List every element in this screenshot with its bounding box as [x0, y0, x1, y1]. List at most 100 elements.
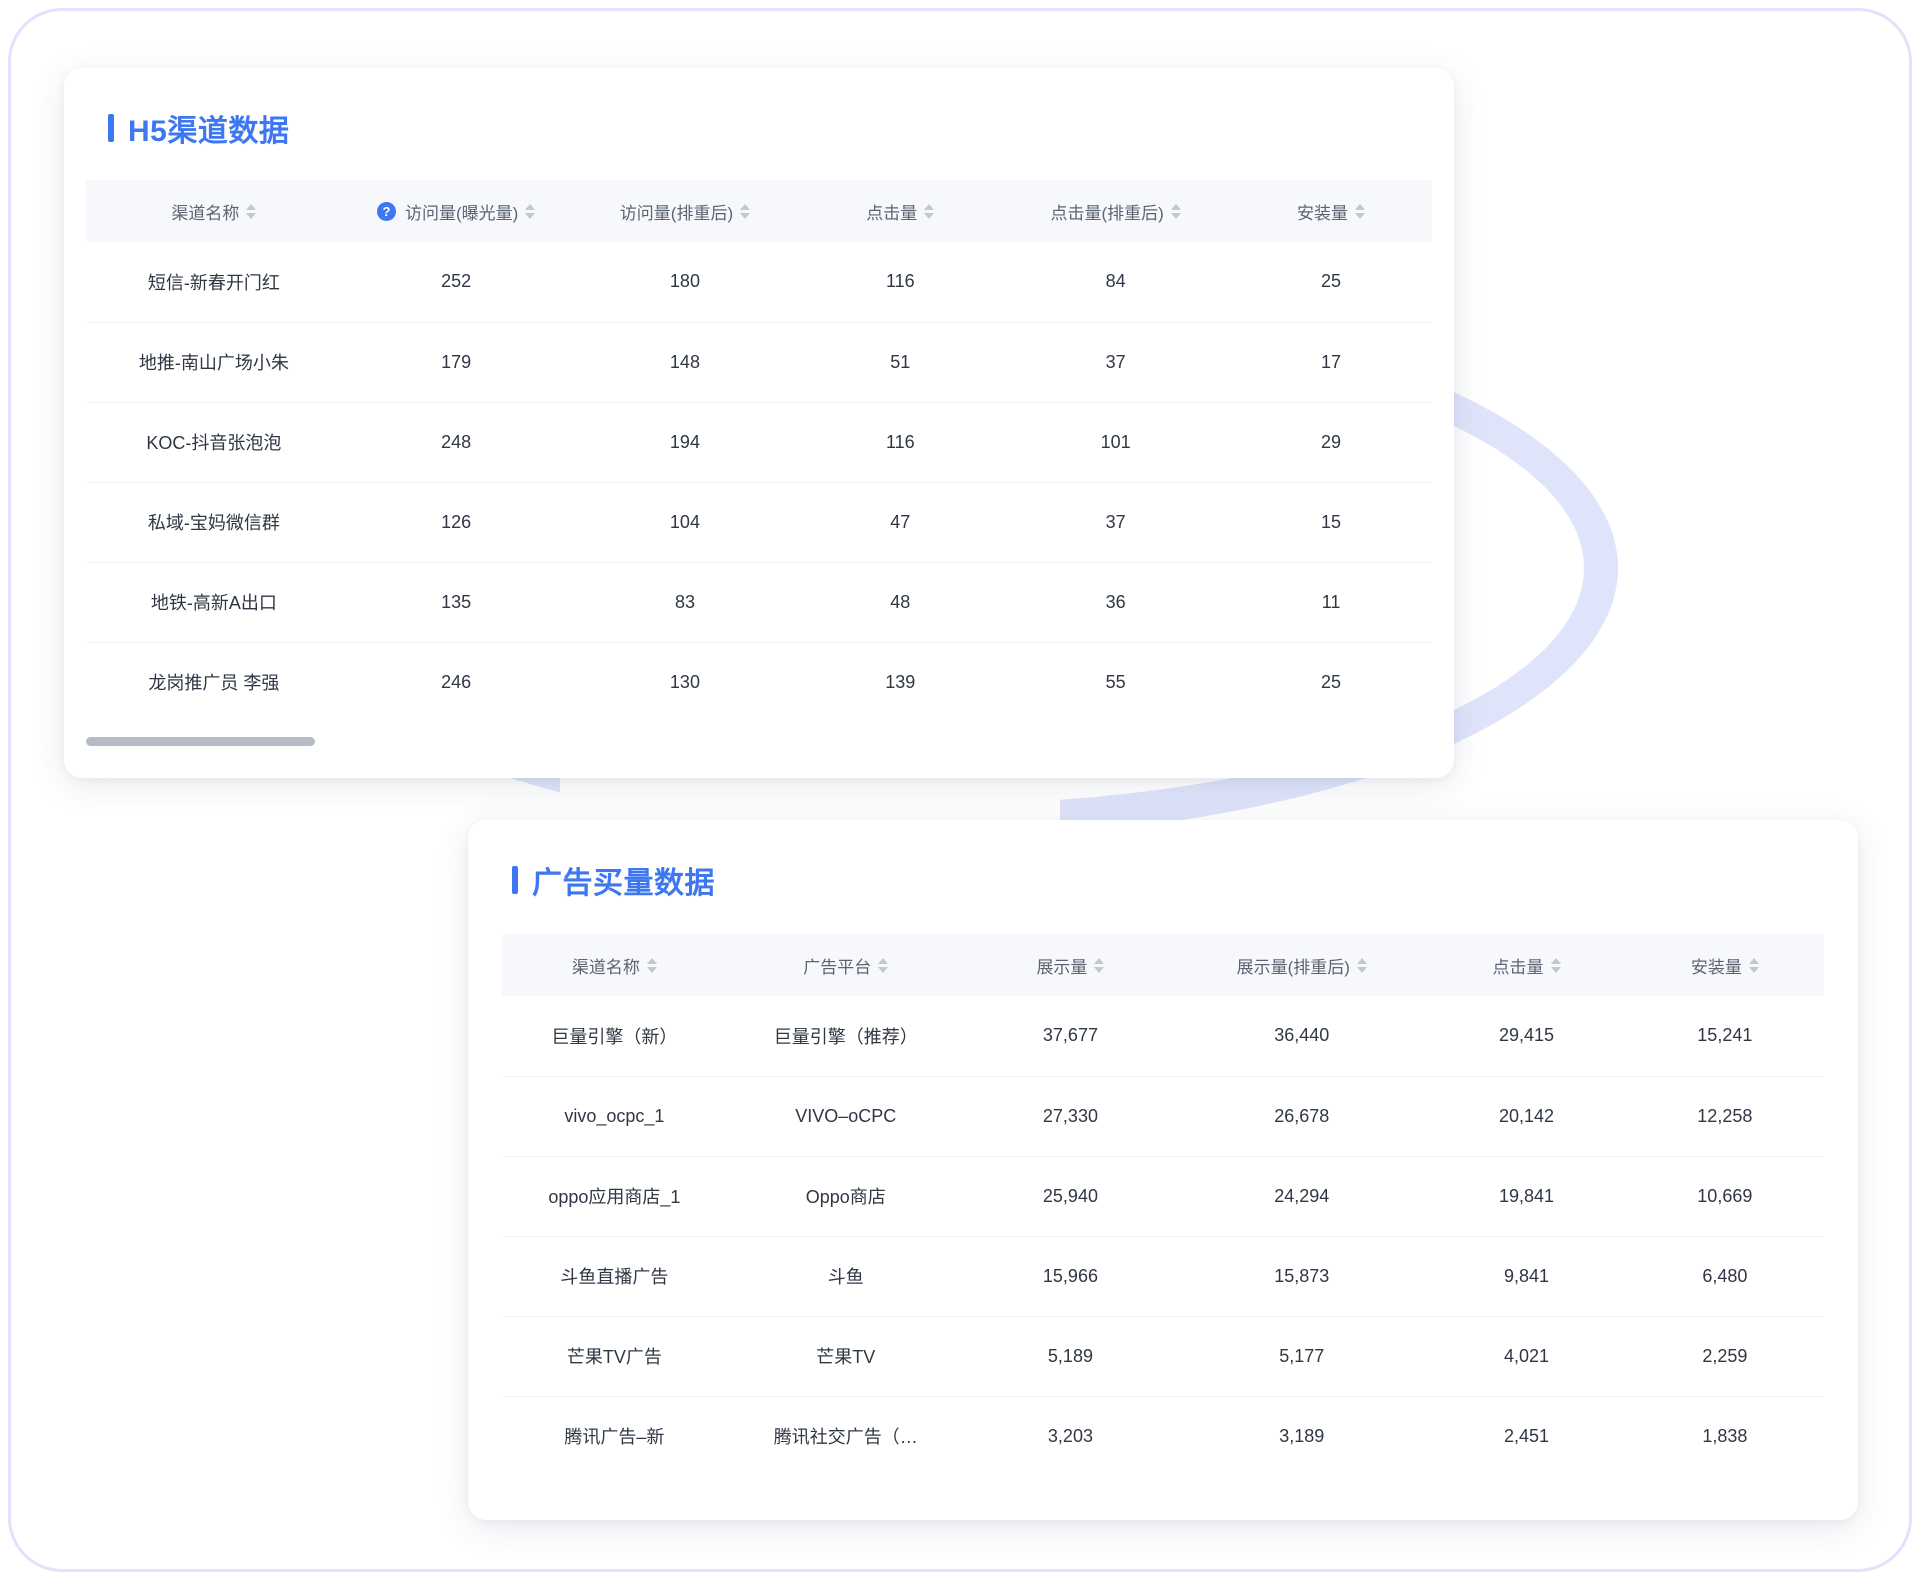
cell-impressions: 37,677: [964, 996, 1177, 1077]
h5-col-visits[interactable]: ? 访问量(曝光量): [341, 180, 571, 242]
sort-icon[interactable]: [1355, 203, 1366, 219]
help-icon[interactable]: ?: [376, 201, 396, 221]
table-row[interactable]: 私域-宝妈微信群 126 104 47 37 15: [86, 482, 1432, 563]
ads-table-wrapper: 渠道名称 广告平台 展示量: [502, 934, 1824, 1476]
sort-icon[interactable]: [1094, 957, 1105, 973]
h5-col-visits-dedup[interactable]: 访问量(排重后): [570, 180, 800, 242]
cell-installs: 6,480: [1625, 1236, 1824, 1317]
cell-impressions-dedup: 36,440: [1176, 996, 1428, 1077]
table-row[interactable]: KOC-抖音张泡泡 248 194 116 101 29: [86, 402, 1432, 483]
sort-icon[interactable]: [1550, 957, 1561, 973]
cell-platform: 腾讯社交广告（…: [773, 1427, 918, 1448]
cell-clicks-dedup: 101: [1001, 402, 1231, 483]
ads-col-channel-name[interactable]: 渠道名称: [502, 934, 727, 996]
table-row[interactable]: 腾讯广告–新 腾讯社交广告（… 3,203 3,189 2,451 1,838: [502, 1396, 1824, 1476]
cell-clicks: 19,841: [1427, 1156, 1626, 1237]
table-row[interactable]: 芒果TV广告 芒果TV 5,189 5,177 4,021 2,259: [502, 1316, 1824, 1397]
cell-visits-dedup: 148: [570, 322, 800, 403]
cell-clicks-dedup: 55: [1105, 671, 1126, 692]
h5-col-clicks-dedup[interactable]: 点击量(排重后): [1001, 180, 1231, 242]
cell-clicks: 9,841: [1427, 1236, 1626, 1317]
column-label: 访问量(曝光量): [404, 203, 519, 223]
sort-icon[interactable]: [646, 957, 657, 973]
ads-data-table: 渠道名称 广告平台 展示量: [502, 934, 1824, 1476]
cell-clicks: 4,021: [1427, 1316, 1626, 1397]
ads-col-impressions[interactable]: 展示量: [964, 934, 1177, 996]
column-label: 点击量(排重后): [1050, 203, 1164, 223]
cell-clicks-dedup: 37: [1001, 322, 1231, 403]
cell-platform: 巨量引擎（推荐）: [726, 996, 965, 1077]
table-row[interactable]: 龙岗推广员 李强 246 130 139 55 25: [86, 642, 1432, 722]
cell-impressions-dedup: 15,873: [1176, 1236, 1428, 1317]
ad-buying-data-card: 广告买量数据 渠道名称: [468, 820, 1858, 1520]
ads-card-title: 广告买量数据: [468, 820, 1858, 902]
sort-icon[interactable]: [246, 203, 257, 219]
cell-impressions-dedup: 3,189: [1279, 1425, 1325, 1446]
ads-col-impressions-dedup[interactable]: 展示量(排重后): [1176, 934, 1428, 996]
column-label: 渠道名称: [571, 957, 640, 977]
sort-icon[interactable]: [1748, 957, 1759, 973]
cell-channel: 腾讯广告–新: [564, 1427, 665, 1448]
horizontal-scrollbar[interactable]: [86, 737, 1432, 746]
column-label: 渠道名称: [171, 203, 240, 223]
title-accent-bar: [108, 114, 114, 142]
cell-channel: 地铁-高新A出口: [86, 562, 342, 643]
table-row[interactable]: 地推-南山广场小朱 179 148 51 37 17: [86, 322, 1432, 403]
cell-impressions: 3,203: [1047, 1425, 1093, 1446]
ads-col-platform[interactable]: 广告平台: [726, 934, 965, 996]
cell-channel: 私域-宝妈微信群: [86, 482, 342, 563]
h5-channel-data-card: H5渠道数据 渠道名称: [64, 68, 1454, 778]
cell-visits: 248: [341, 402, 571, 483]
cell-clicks: 29,415: [1427, 996, 1626, 1077]
h5-table-head: 渠道名称 ? 访问量(曝光量): [86, 180, 1432, 242]
sort-icon[interactable]: [1356, 957, 1367, 973]
ads-header-row: 渠道名称 广告平台 展示量: [502, 934, 1824, 996]
ads-table-head: 渠道名称 广告平台 展示量: [502, 934, 1824, 996]
h5-col-installs[interactable]: 安装量: [1230, 180, 1432, 242]
table-row[interactable]: 地铁-高新A出口 135 83 48 36 11: [86, 562, 1432, 643]
cell-visits-dedup: 83: [570, 562, 800, 643]
cell-clicks: 48: [799, 562, 1002, 643]
cell-impressions: 25,940: [964, 1156, 1177, 1237]
column-label: 展示量(排重后): [1236, 957, 1350, 977]
cell-clicks: 51: [799, 322, 1002, 403]
cell-visits: 179: [341, 322, 571, 403]
table-row[interactable]: 斗鱼直播广告 斗鱼 15,966 15,873 9,841 6,480: [502, 1236, 1824, 1317]
cell-visits: 252: [341, 242, 571, 323]
table-row[interactable]: vivo_ocpc_1 VIVO–oCPC 27,330 26,678 20,1…: [502, 1076, 1824, 1157]
sort-icon[interactable]: [924, 203, 935, 219]
cell-channel: 斗鱼直播广告: [502, 1236, 727, 1317]
ads-col-installs[interactable]: 安装量: [1625, 934, 1824, 996]
cell-installs: 25: [1230, 242, 1432, 323]
cell-installs: 15,241: [1625, 996, 1824, 1077]
cell-channel: 芒果TV广告: [502, 1316, 727, 1397]
sort-icon[interactable]: [1170, 203, 1181, 219]
cell-platform: Oppo商店: [726, 1156, 965, 1237]
h5-data-table: 渠道名称 ? 访问量(曝光量): [86, 180, 1432, 722]
sort-icon[interactable]: [740, 203, 751, 219]
cell-visits-dedup: 104: [570, 482, 800, 563]
cell-clicks: 20,142: [1427, 1076, 1626, 1157]
h5-col-clicks[interactable]: 点击量: [799, 180, 1002, 242]
ads-col-clicks[interactable]: 点击量: [1427, 934, 1626, 996]
cell-visits: 126: [341, 482, 571, 563]
cell-impressions-dedup: 24,294: [1176, 1156, 1428, 1237]
h5-card-title: H5渠道数据: [64, 68, 1454, 150]
cell-clicks: 2,451: [1504, 1425, 1550, 1446]
sort-icon[interactable]: [525, 203, 536, 219]
cell-channel: 短信-新春开门红: [86, 242, 342, 323]
column-label: 展示量: [1036, 957, 1088, 977]
h5-col-channel-name[interactable]: 渠道名称: [86, 180, 342, 242]
cell-clicks: 116: [799, 402, 1002, 483]
cell-installs: 17: [1230, 322, 1432, 403]
cell-clicks: 47: [799, 482, 1002, 563]
table-row[interactable]: 巨量引擎（新） 巨量引擎（推荐） 37,677 36,440 29,415 15…: [502, 996, 1824, 1077]
sort-icon[interactable]: [878, 957, 889, 973]
page-title: H5渠道数据: [128, 115, 290, 148]
cell-channel: 巨量引擎（新）: [502, 996, 727, 1077]
scrollbar-thumb[interactable]: [86, 737, 315, 746]
table-row[interactable]: 短信-新春开门红 252 180 116 84 25: [86, 242, 1432, 323]
table-row[interactable]: oppo应用商店_1 Oppo商店 25,940 24,294 19,841 1…: [502, 1156, 1824, 1237]
cell-visits-dedup: 180: [570, 242, 800, 323]
cell-channel: oppo应用商店_1: [502, 1156, 727, 1237]
